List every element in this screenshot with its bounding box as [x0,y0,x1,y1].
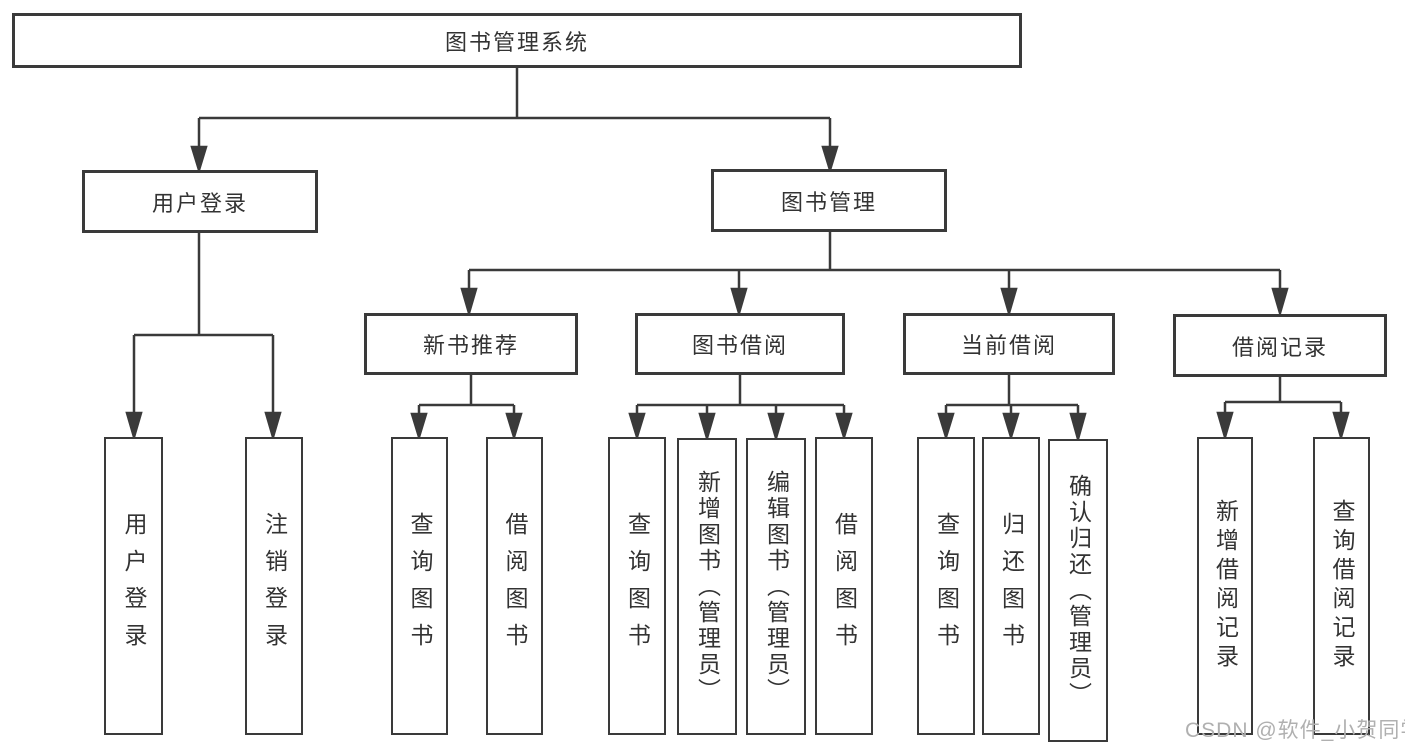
node-leaf-query-borrow-record: 查询借阅记录 [1313,437,1370,735]
node-leaf-user-login: 用户登录 [104,437,163,735]
node-leaf-query-books: 查询图书 [391,437,448,735]
node-current-borrow: 当前借阅 [903,313,1115,375]
node-leaf-query-books: 查询图书 [608,437,666,735]
node-leaf-return-books: 归还图书 [982,437,1040,735]
node-library-management-system: 图书管理系统 [12,13,1022,68]
node-leaf-confirm-return-admin: 确认归还（管理员） [1048,439,1108,742]
node-leaf-borrow-books: 借阅图书 [486,437,543,735]
node-book-management: 图书管理 [711,169,947,232]
node-leaf-edit-books-admin: 编辑图书（管理员） [746,438,806,735]
node-borrow-record: 借阅记录 [1173,314,1387,377]
node-leaf-logout: 注销登录 [245,437,303,735]
node-leaf-borrow-books: 借阅图书 [815,437,873,735]
node-new-book-recommend: 新书推荐 [364,313,578,375]
node-book-borrow: 图书借阅 [635,313,845,375]
node-leaf-query-books: 查询图书 [917,437,975,735]
node-leaf-add-books-admin: 新增图书（管理员） [677,438,737,735]
csdn-watermark: CSDN @软件_小贺同学 [1185,719,1405,742]
node-leaf-add-borrow-record: 新增借阅记录 [1197,437,1253,735]
node-user-login: 用户登录 [82,170,318,233]
